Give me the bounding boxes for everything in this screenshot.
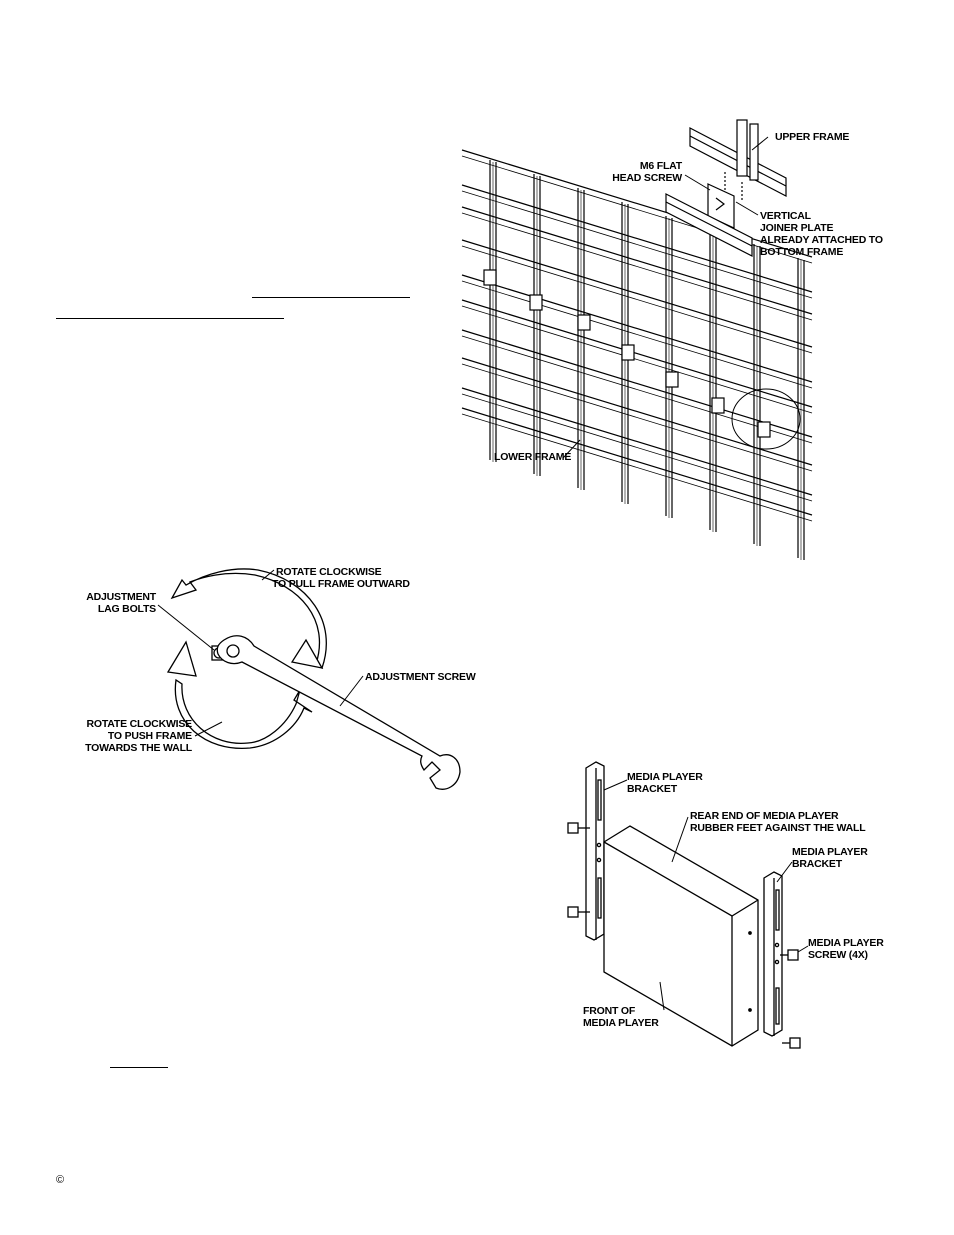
label-lower-frame: LOWER FRAME <box>494 451 572 463</box>
copyright-symbol: © <box>56 1174 65 1186</box>
label-rotate-toward-wall: ROTATE CLOCKWISE TO PUSH FRAME TOWARDS T… <box>85 718 192 754</box>
label-bracket-right: MEDIA PLAYER BRACKET <box>792 846 868 870</box>
label-m6-screw: M6 FLAT HEAD SCREW <box>612 160 682 184</box>
underline-rule-2 <box>56 318 284 319</box>
label-rear-end: REAR END OF MEDIA PLAYER RUBBER FEET AGA… <box>690 810 866 834</box>
label-adjustment-screw: ADJUSTMENT SCREW <box>365 671 476 683</box>
underline-rule-3 <box>110 1067 168 1068</box>
label-bracket-left: MEDIA PLAYER BRACKET <box>627 771 703 795</box>
label-upper-frame: UPPER FRAME <box>775 131 850 143</box>
label-joiner-plate: VERTICAL JOINER PLATE ALREADY ATTACHED T… <box>760 210 883 258</box>
label-front-of-player: FRONT OF MEDIA PLAYER <box>583 1005 659 1029</box>
label-rotate-outward: ROTATE CLOCKWISE TO PULL FRAME OUTWARD <box>272 566 410 590</box>
underline-rule-1 <box>252 297 410 298</box>
label-lag-bolts: ADJUSTMENT LAG BOLTS <box>86 591 156 615</box>
label-player-screw: MEDIA PLAYER SCREW (4X) <box>808 937 884 961</box>
